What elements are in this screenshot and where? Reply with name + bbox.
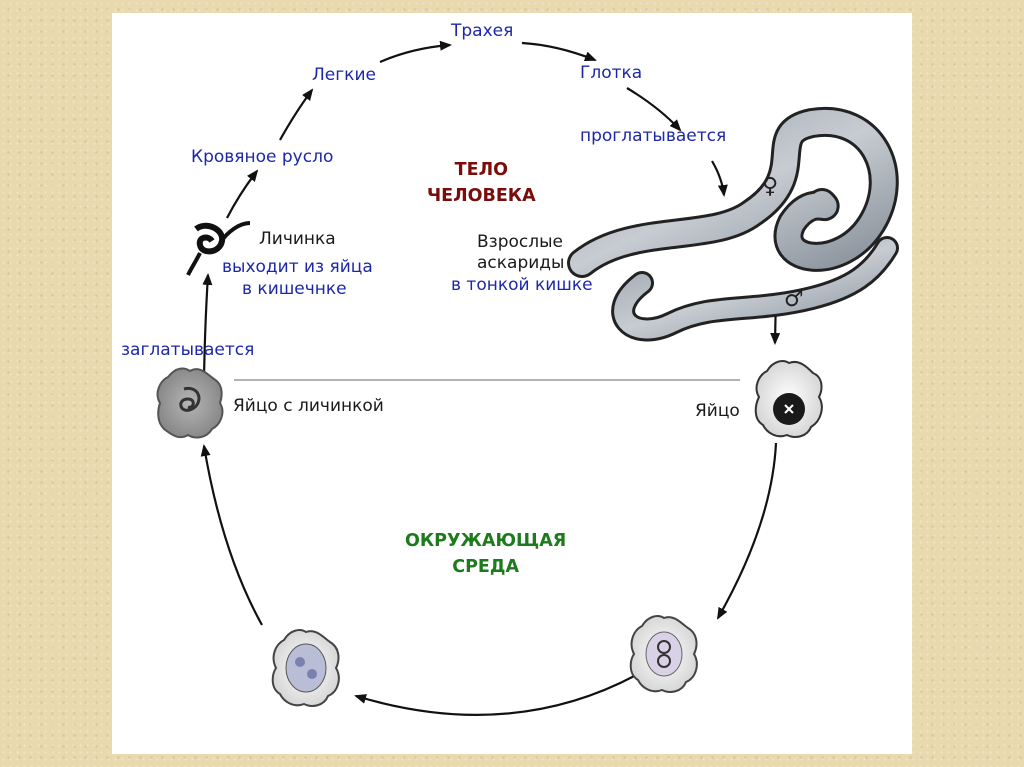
diagram-canvas: ТЕЛО ЧЕЛОВЕКА ОКРУЖАЮЩАЯ СРЕДА Трахея Ле…: [112, 13, 912, 754]
region-environment-label: ОКРУЖАЮЩАЯ СРЕДА: [405, 531, 566, 577]
label-ingested: заглатывается: [121, 340, 255, 360]
arrow-up-left: [200, 444, 263, 626]
label-egg-with-larva: Яйцо с личинкой: [233, 396, 384, 416]
label-trachea: Трахея: [451, 21, 514, 41]
label-larva-hatch-1: выходит из яйца: [222, 257, 373, 277]
arrow-egg-down: [717, 442, 778, 620]
env-line2: СРЕДА: [452, 557, 519, 578]
female-symbol: ♀: [762, 174, 779, 199]
egg-illustration: [754, 360, 823, 438]
label-larva: Личинка: [259, 229, 336, 249]
label-adults-1: Взрослые: [477, 232, 563, 252]
label-egg: Яйцо: [695, 401, 740, 421]
label-adults-2: аскариды: [477, 253, 565, 273]
label-larva-hatch-2: в кишечнке: [242, 279, 347, 299]
label-swallowed: проглатывается: [580, 126, 727, 146]
body-line2: ЧЕЛОВЕКА: [427, 186, 536, 207]
arrow-larva-to-blood: [226, 169, 259, 219]
body-line1: ТЕЛО: [454, 160, 508, 180]
arrow-pharynx-to-swallow: [626, 87, 682, 132]
arrow-swallow-to-adults: [711, 160, 728, 197]
embryo-egg-illustration: [271, 629, 340, 707]
adult-worms-illustration: [567, 106, 899, 342]
egg-with-larva-illustration: [156, 367, 224, 439]
arrow-egg-to-larva-path: [202, 273, 213, 379]
arrow-lungs-to-trachea: [379, 40, 452, 64]
arrow-blood-to-lungs: [279, 88, 314, 141]
developing-egg-illustration: [629, 615, 698, 693]
male-symbol: ♂: [784, 287, 804, 312]
env-line1: ОКРУЖАЮЩАЯ: [405, 531, 567, 551]
arrow-bottom: [354, 672, 641, 716]
region-body-label: ТЕЛО ЧЕЛОВЕКА: [427, 160, 536, 206]
label-pharynx: Глотка: [580, 63, 643, 83]
label-adults-3: в тонкой кишке: [451, 275, 593, 295]
lifecycle-diagram: [156, 40, 899, 716]
arrow-trachea-to-pharynx: [521, 41, 597, 62]
label-bloodstream: Кровяное русло: [191, 147, 334, 167]
label-lungs: Легкие: [312, 65, 376, 85]
larva-illustration: [186, 221, 251, 276]
